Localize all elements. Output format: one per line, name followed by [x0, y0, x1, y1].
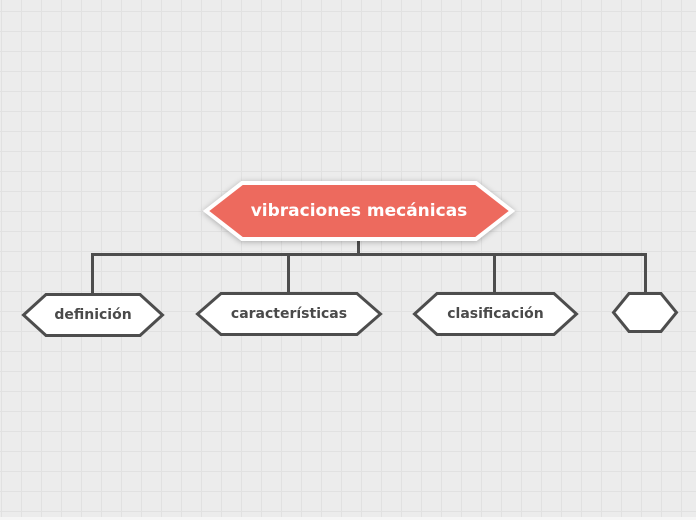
node-definicion[interactable]: definición [21, 293, 165, 337]
connector-drop-clasificacion [493, 253, 496, 293]
connector-drop-empty [644, 253, 647, 294]
canvas-bottom-edge [0, 517, 696, 520]
node-caracteristicas[interactable]: características [195, 292, 383, 336]
node-root[interactable]: vibraciones mecánicas [202, 181, 516, 241]
node-clasificacion[interactable]: clasificación [412, 292, 579, 336]
connector-drop-caracteristicas [287, 253, 290, 293]
hexagon-shape-root [202, 181, 516, 241]
hexagon-shape-empty [611, 292, 679, 333]
connector-horizontal-rail [91, 253, 647, 256]
hexagon-shape-definicion [21, 293, 165, 337]
hexagon-shape-caracteristicas [195, 292, 383, 336]
hexagon-shape-clasificacion [412, 292, 579, 336]
node-empty[interactable] [611, 292, 679, 333]
connector-drop-definicion [91, 253, 94, 294]
connector-root-stub [357, 239, 360, 255]
